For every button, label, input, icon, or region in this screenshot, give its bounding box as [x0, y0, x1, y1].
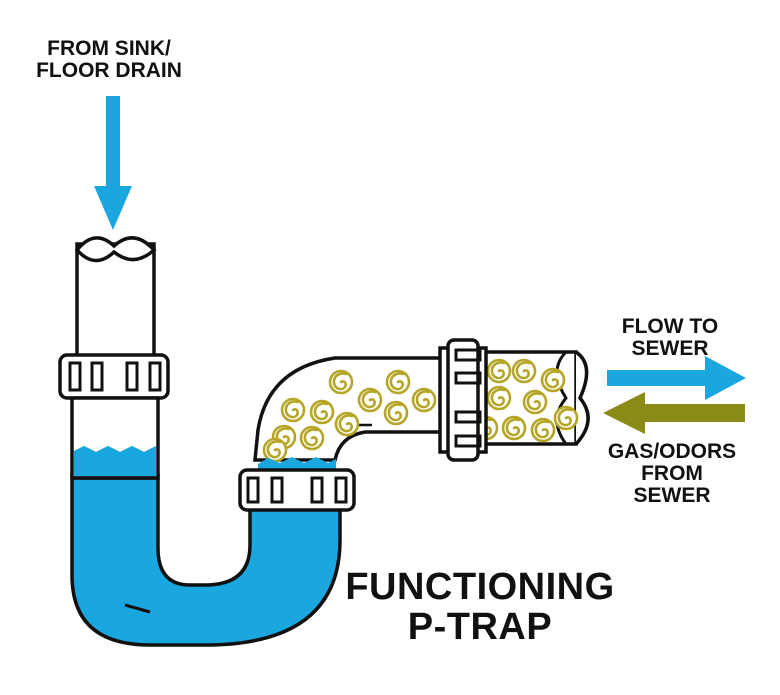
title-line-1: FUNCTIONING [345, 566, 615, 608]
flow-label-line-1: FLOW TO [621, 315, 719, 338]
flow-to-sewer-arrow [607, 356, 746, 400]
inlet-pipe-water-section [70, 396, 160, 480]
inlet-label-line-2: FLOOR DRAIN [36, 59, 182, 83]
diagram-title: FUNCTIONING P-TRAP [330, 566, 630, 648]
flow-label: FLOW TO SEWER [600, 315, 740, 361]
inlet-label-line-1: FROM SINK/ [47, 37, 171, 60]
gas-label-line-1: GAS/ODORS [607, 440, 737, 463]
inlet-flow-arrow [94, 96, 132, 230]
trap-water [70, 473, 342, 647]
gas-label-line-2: FROM [641, 462, 703, 486]
lower-slip-nut [238, 468, 356, 512]
inlet-label: FROM SINK/ FLOOR DRAIN [18, 37, 200, 83]
flow-label-line-2: SEWER [631, 337, 709, 361]
inlet-pipe [74, 236, 157, 362]
gas-label: GAS/ODORS FROM SEWER [592, 440, 752, 508]
upper-slip-nut [58, 353, 170, 400]
gas-label-line-3: SEWER [633, 484, 711, 508]
title-line-2: P-TRAP [407, 605, 553, 648]
outlet-slip-nut [438, 338, 488, 462]
gas-odor-arrow [603, 392, 745, 434]
